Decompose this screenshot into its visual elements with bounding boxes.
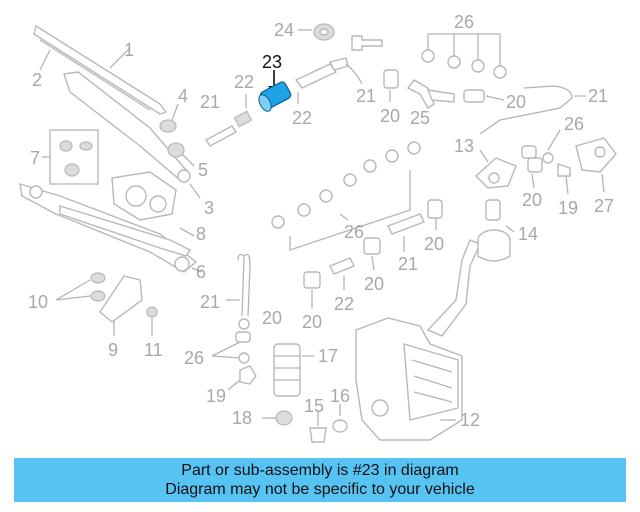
clip-group-middle xyxy=(271,141,421,251)
callout-16: 16 xyxy=(330,386,350,406)
callout-26a: 26 xyxy=(454,12,474,32)
callout-19a: 19 xyxy=(206,386,226,406)
callout-23: 23 xyxy=(262,52,282,72)
callout-20d: 20 xyxy=(424,234,444,254)
callout-4: 4 xyxy=(178,86,188,106)
callout-11: 11 xyxy=(144,340,163,360)
callout-22a: 22 xyxy=(234,72,254,92)
washer-pump xyxy=(273,343,314,397)
callout-9: 9 xyxy=(108,340,118,360)
callout-20f: 20 xyxy=(302,312,322,332)
callout-2: 2 xyxy=(32,70,42,90)
wiper-linkage xyxy=(19,183,203,273)
callout-26c: 26 xyxy=(344,222,364,242)
callout-21a: 21 xyxy=(200,92,220,112)
cap-parts xyxy=(159,103,195,167)
middle-connectors xyxy=(303,199,443,308)
hose-connectors xyxy=(204,57,363,147)
wiper-blade xyxy=(33,24,168,115)
fastener-group xyxy=(42,129,99,185)
callout-7: 7 xyxy=(30,148,40,168)
wiper-motor xyxy=(111,171,177,221)
callout-13: 13 xyxy=(454,136,474,156)
nozzle-parts xyxy=(474,129,617,195)
callout-18: 18 xyxy=(232,408,252,428)
callout-20c: 20 xyxy=(522,190,542,210)
info-banner: Part or sub-assembly is #23 in diagram D… xyxy=(14,458,626,502)
callout-21e: 21 xyxy=(200,292,220,312)
callout-19b: 19 xyxy=(558,198,578,218)
upper-hose-parts xyxy=(383,69,586,135)
callout-5: 5 xyxy=(198,160,208,180)
lower-small-parts xyxy=(211,341,257,391)
callout-21d: 21 xyxy=(398,254,418,274)
callout-12: 12 xyxy=(460,410,480,430)
callout-14: 14 xyxy=(518,224,538,244)
filler-neck xyxy=(477,199,515,262)
washer-reservoir xyxy=(355,239,481,441)
callout-6: 6 xyxy=(196,262,206,282)
parts-diagram: 1 2 3 4 5 6 7 8 9 10 11 12 13 14 15 16 1… xyxy=(19,12,617,443)
hose-left xyxy=(226,253,251,343)
callout-20b: 20 xyxy=(506,92,526,112)
callout-22c: 22 xyxy=(334,294,354,314)
callout-21b: 21 xyxy=(356,86,376,106)
callout-15: 15 xyxy=(304,396,324,416)
callout-21c: 21 xyxy=(588,86,608,106)
callout-20g: 20 xyxy=(262,308,282,328)
callout-20e: 20 xyxy=(364,274,384,294)
callout-8: 8 xyxy=(196,224,206,244)
callout-3: 3 xyxy=(204,198,214,218)
wiper-arm xyxy=(63,71,201,199)
tank-fittings xyxy=(262,404,348,443)
callout-20a: 20 xyxy=(380,106,400,126)
grommet xyxy=(298,23,383,51)
bracket-parts xyxy=(55,272,158,336)
banner-line-1: Part or sub-assembly is #23 in diagram xyxy=(181,462,459,479)
banner-line-2: Diagram may not be specific to your vehi… xyxy=(165,481,475,498)
callout-26b: 26 xyxy=(564,114,584,134)
callout-22b: 22 xyxy=(292,108,312,128)
highlighted-part-23 xyxy=(258,70,292,112)
callout-25: 25 xyxy=(410,108,430,128)
clip-group-top xyxy=(421,33,507,79)
callout-17: 17 xyxy=(318,346,338,366)
callout-27: 27 xyxy=(594,196,614,216)
callout-10: 10 xyxy=(28,292,48,312)
callout-24: 24 xyxy=(274,20,294,40)
callout-1: 1 xyxy=(124,40,134,60)
callout-26d: 26 xyxy=(184,348,204,368)
